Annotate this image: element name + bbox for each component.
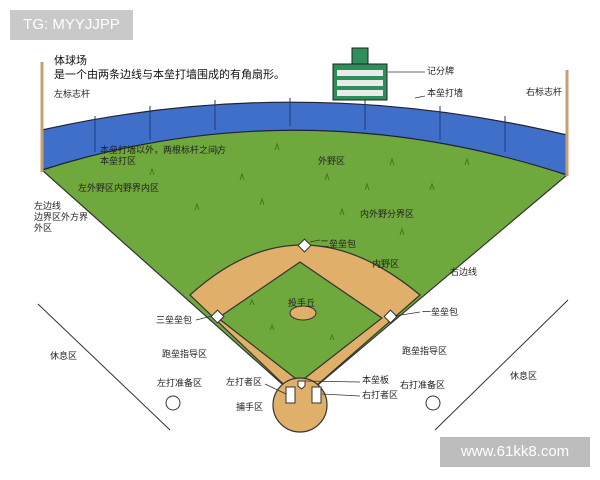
second-base xyxy=(297,238,312,253)
left-outfield-zone-label: 左外野区内野界内区 xyxy=(78,184,160,194)
catcher-box-label: 捕手区 xyxy=(236,403,264,413)
leader-lines xyxy=(195,71,426,397)
home-plate-label: 本垒板 xyxy=(362,376,390,386)
second-base-label: 二垒垒包 xyxy=(320,240,357,250)
scoreboard xyxy=(332,47,388,101)
left-foul-pole-label: 左标志杆 xyxy=(54,90,91,100)
title-line-2: 是一个由两条边线与本垒打墙围成的有角扇形。 xyxy=(54,68,285,81)
homerun-wall-label: 本垒打墙 xyxy=(427,89,464,99)
left-ondeck-circle xyxy=(165,395,181,411)
right-batter-box-label: 右打者区 xyxy=(362,391,399,401)
outfield-label: 外野区 xyxy=(318,157,346,167)
scoreboard-label: 记分牌 xyxy=(427,67,455,77)
right-outer-line xyxy=(434,299,569,431)
right-foul-pole-label: 右标志杆 xyxy=(526,88,563,98)
left-batter-box xyxy=(285,386,296,404)
right-batter-box xyxy=(311,386,322,404)
left-ondeck-label: 左打准备区 xyxy=(157,379,203,389)
left-outer-line xyxy=(37,303,171,431)
pitcher-mound-label: 投手丘 xyxy=(288,299,316,309)
first-base xyxy=(383,309,398,324)
left-coach-box-label: 跑垒指导区 xyxy=(162,350,208,360)
wall-segments xyxy=(94,98,506,152)
center-outfield-zone-label: 内外野分界区 xyxy=(360,210,415,220)
right-bullpen-label: 休息区 xyxy=(510,372,538,382)
grass-tufts xyxy=(149,142,470,341)
third-base-label: 三垒垒包 xyxy=(156,316,193,326)
title-line-1: 体球场 xyxy=(54,54,87,67)
home-plate xyxy=(297,380,306,390)
right-foul-line-label: 右边线 xyxy=(450,268,478,278)
first-base-label: 一垒垒包 xyxy=(422,308,459,318)
infield-label: 内野区 xyxy=(372,260,400,270)
right-ondeck-label: 右打准备区 xyxy=(400,381,446,391)
left-batter-box-label: 左打者区 xyxy=(226,378,263,388)
right-coach-box-label: 跑垒指导区 xyxy=(402,347,448,357)
homerun-zone-label: 本垒打墙以外，两根标杆之间方 本垒打区 xyxy=(100,146,227,167)
third-base xyxy=(210,309,225,324)
left-foul-zone-label: 左边线 边界区外方界 外区 xyxy=(34,202,89,234)
right-ondeck-circle xyxy=(425,395,441,411)
pitcher-mound xyxy=(289,305,317,321)
left-bullpen-label: 休息区 xyxy=(50,352,78,362)
watermark-top-left: TG: MYYJJPP xyxy=(10,10,133,40)
watermark-bottom-right: www.61kk8.com xyxy=(440,437,590,467)
